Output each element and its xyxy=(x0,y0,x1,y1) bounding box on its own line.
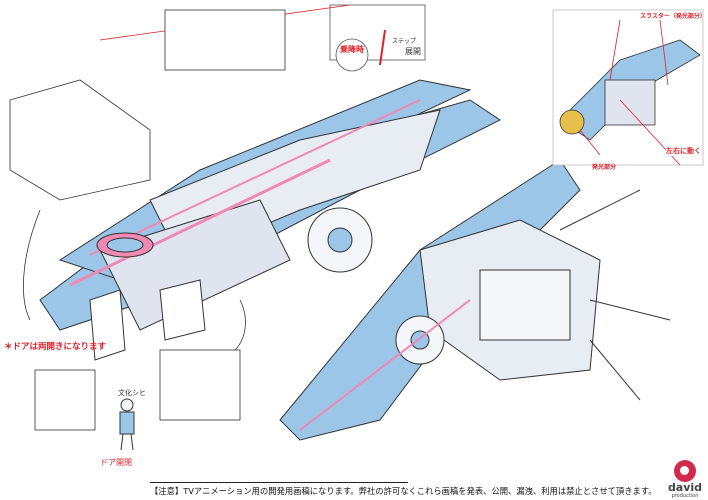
notice-divider xyxy=(150,482,408,483)
main-vehicle-sketch xyxy=(39,79,501,361)
copyright-notice: 【注意】TVアニメーション用の開発用画稿になります。弊社の許可なくこれら画稿を発… xyxy=(150,486,657,496)
detail-sketches xyxy=(9,9,286,431)
logo-name: david xyxy=(667,481,703,494)
label-door-open-close: ドア開閉 xyxy=(100,458,132,467)
label-moves-lr: 左右に動く xyxy=(666,146,701,156)
label-deploy: 展開 xyxy=(405,47,421,56)
studio-logo: david production xyxy=(664,460,706,499)
logo-sub: production xyxy=(671,493,699,499)
color-reference-inset xyxy=(552,9,704,166)
label-door-note: ＊ドアは両開きになります xyxy=(4,342,107,352)
boarding-step-detail xyxy=(99,4,426,72)
logo-mark-icon xyxy=(674,460,696,482)
label-character-note: 文化シヒ xyxy=(118,389,146,397)
underside-vehicle-sketch xyxy=(279,159,671,441)
label-step: ステップ xyxy=(392,38,417,45)
label-thruster: スラスター（発光部分） xyxy=(640,13,706,20)
label-boarding: 乗降時 xyxy=(340,45,364,54)
character-figure xyxy=(119,398,135,451)
label-glow-part: 発光部分 xyxy=(592,164,617,171)
